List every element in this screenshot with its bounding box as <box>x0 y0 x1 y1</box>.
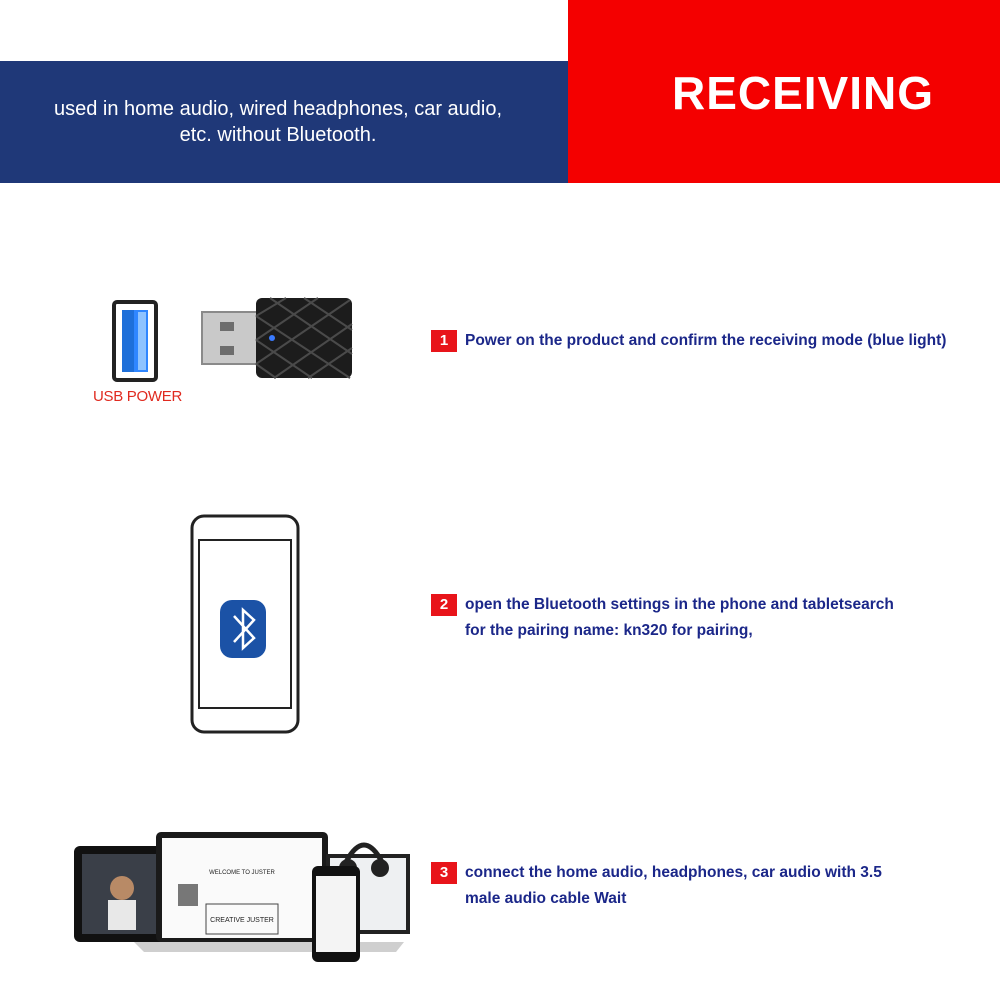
step-text: open the Bluetooth settings in the phone… <box>465 596 894 639</box>
step-number: 1 <box>431 330 457 352</box>
usb-port-icon <box>112 300 158 382</box>
step-text: connect the home audio, headphones, car … <box>465 864 882 907</box>
step-number: 2 <box>431 594 457 616</box>
step-3: 3 connect the home audio, headphones, ca… <box>431 860 917 912</box>
header-subtitle-line1: used in home audio, wired headphones, ca… <box>53 98 503 120</box>
header-subtitle: used in home audio, wired headphones, ca… <box>20 96 536 148</box>
usb-power-label: USB POWER <box>93 388 182 405</box>
laptop-brand: CREATIVE JUSTER <box>210 917 274 924</box>
step-text: Power on the product and confirm the rec… <box>465 332 947 349</box>
header-subtitle-line2: etc. without Bluetooth. <box>179 124 377 146</box>
header-blue-band <box>0 61 568 183</box>
phone-icon <box>190 514 300 734</box>
step-number: 3 <box>431 862 457 884</box>
laptop-headline: WELCOME TO JUSTER <box>209 870 275 876</box>
devices-illustration: WELCOME TO JUSTER CREATIVE JUSTER <box>74 832 410 962</box>
step-1: 1 Power on the product and confirm the r… <box>431 328 951 354</box>
step-2: 2 open the Bluetooth settings in the pho… <box>431 592 903 644</box>
usb-dongle-icon <box>201 297 353 379</box>
page-title: RECEIVING <box>671 67 935 119</box>
header-red-box <box>568 0 1000 183</box>
